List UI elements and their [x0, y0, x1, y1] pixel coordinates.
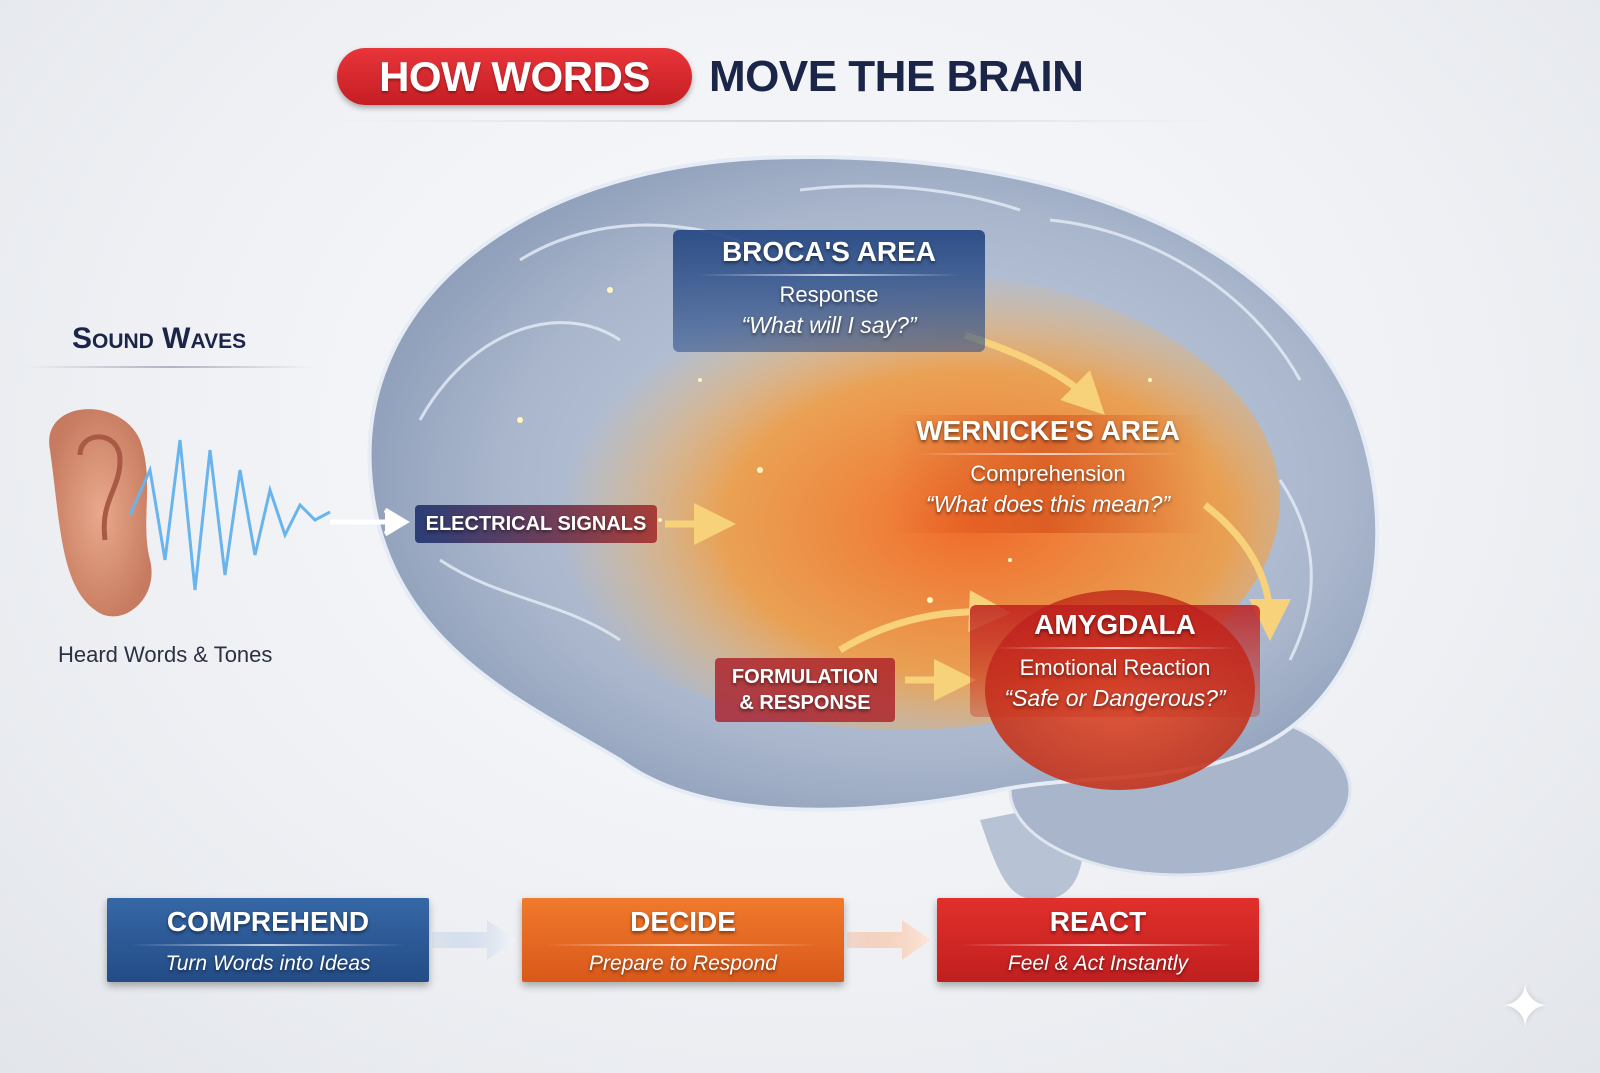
- wernicke-title: WERNICKE'S AREA: [916, 415, 1180, 446]
- step-title: COMPREHEND: [166, 906, 370, 937]
- step-title: DECIDE: [630, 906, 736, 937]
- title-text: MOVE THE BRAIN: [709, 51, 1084, 101]
- amygdala-question: “Safe or Dangerous?”: [1004, 685, 1226, 711]
- title-highlight: HOW WORDS: [337, 48, 692, 105]
- sparkle-icon: ✦: [1500, 973, 1551, 1040]
- step-title: REACT: [1049, 906, 1147, 937]
- formulation-response-label: FORMULATION & RESPONSE: [715, 658, 895, 722]
- step-divider: [961, 944, 1235, 946]
- step-divider: [546, 944, 820, 946]
- broca-title: BROCA'S AREA: [721, 236, 937, 267]
- arrow-icon: [432, 920, 516, 960]
- amygdala-box: AMYGDALA Emotional Reaction “Safe or Dan…: [970, 605, 1260, 717]
- step-comprehend: COMPREHEND Turn Words into Ideas: [107, 898, 429, 982]
- wernicke-area-box: WERNICKE'S AREA Comprehension “What does…: [890, 415, 1206, 533]
- amygdala-title: AMYGDALA: [1034, 609, 1196, 640]
- sound-wave-icon: [128, 439, 331, 591]
- broca-role: Response: [779, 282, 879, 307]
- electrical-signals-label: ELECTRICAL SIGNALS: [415, 505, 657, 543]
- wernicke-question: “What does this mean?”: [925, 491, 1171, 517]
- step-subtitle: Feel & Act Instantly: [1007, 952, 1189, 975]
- broca-divider: [697, 274, 961, 276]
- sound-waves-divider: [25, 366, 315, 368]
- heard-words-caption: Heard Words & Tones: [58, 642, 273, 667]
- formulation-line1: FORMULATION: [731, 666, 879, 688]
- ear-icon: [49, 409, 152, 617]
- step-decide: DECIDE Prepare to Respond: [522, 898, 844, 982]
- title-divider: [330, 120, 1230, 122]
- step-react: REACT Feel & Act Instantly: [937, 898, 1259, 982]
- formulation-line2: & RESPONSE: [739, 692, 871, 714]
- sound-waves-heading: Sound Waves: [72, 322, 247, 355]
- broca-question: “What will I say?”: [741, 312, 917, 338]
- wernicke-role: Comprehension: [970, 461, 1126, 486]
- broca-area-box: BROCA'S AREA Response “What will I say?”: [673, 230, 985, 352]
- step-divider: [131, 944, 405, 946]
- amygdala-role: Emotional Reaction: [1019, 655, 1211, 680]
- wernicke-divider: [914, 453, 1182, 455]
- arrow-icon: [847, 920, 931, 960]
- step-subtitle: Turn Words into Ideas: [165, 952, 371, 975]
- amygdala-divider: [994, 647, 1236, 649]
- arrow-icon: [330, 507, 410, 537]
- step-subtitle: Prepare to Respond: [589, 952, 777, 975]
